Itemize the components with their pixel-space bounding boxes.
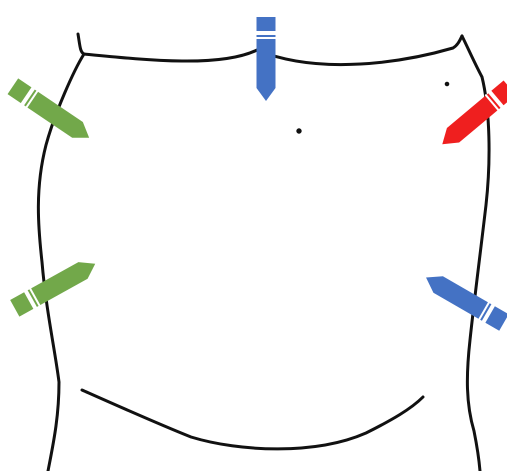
- top-center-blue-pencil-marker: [256, 17, 277, 101]
- pencil-icon: [8, 78, 95, 145]
- pencil-icon: [10, 255, 100, 316]
- small-dot-2: [297, 129, 301, 133]
- lower-left-green-pencil-marker: [10, 255, 101, 318]
- upper-left-green-pencil-marker: [7, 78, 95, 147]
- pencil-icon: [436, 80, 507, 151]
- upper-right-red-pencil-marker: [436, 80, 507, 153]
- pencil-band: [256, 37, 277, 39]
- markers-layer: [7, 17, 507, 332]
- lower-right-blue-pencil-marker: [421, 268, 507, 331]
- pencil-band: [256, 31, 277, 35]
- waist-hip-curve: [82, 390, 423, 449]
- pencil-icon: [257, 17, 276, 101]
- torso-outline: [38, 34, 489, 471]
- pencil-icon: [421, 269, 507, 330]
- small-dot-1: [445, 82, 449, 86]
